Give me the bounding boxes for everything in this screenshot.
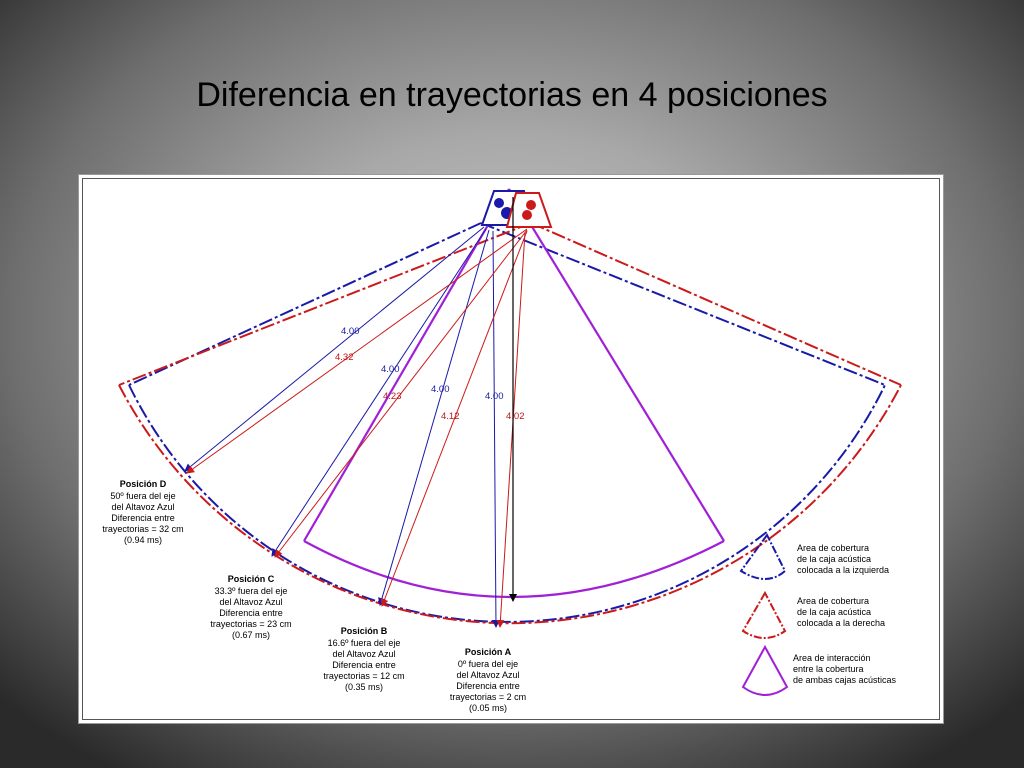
svg-text:de la caja acústica: de la caja acústica xyxy=(797,607,871,617)
svg-text:del Altavoz Azul: del Altavoz Azul xyxy=(219,597,282,607)
purple-interaction-area xyxy=(303,188,725,599)
svg-text:del Altavoz Azul: del Altavoz Azul xyxy=(332,649,395,659)
distance-c-blue: 4.00 xyxy=(381,364,400,375)
red-paths xyxy=(186,228,528,628)
svg-text:trayectorias = 2 cm: trayectorias = 2 cm xyxy=(450,692,526,702)
svg-text:Diferencia entre: Diferencia entre xyxy=(332,660,396,670)
svg-text:(0.35 ms): (0.35 ms) xyxy=(345,682,383,692)
right-speaker-icon xyxy=(505,192,553,228)
position-d-label: Posición D 50º fuera del eje del Altavoz… xyxy=(102,479,183,545)
position-c-title: Posición C xyxy=(228,574,275,584)
svg-text:entre la cobertura: entre la cobertura xyxy=(793,664,864,674)
position-b-title: Posición B xyxy=(341,626,388,636)
legend-blue-text: Area de cobertura de la caja acústica co… xyxy=(797,543,889,575)
svg-text:0º fuera del eje: 0º fuera del eje xyxy=(458,659,518,669)
legend: Area de cobertura de la caja acústica co… xyxy=(739,533,897,696)
blue-paths xyxy=(184,226,500,628)
svg-text:50º fuera del eje: 50º fuera del eje xyxy=(110,491,175,501)
svg-text:colocada a la izquierda: colocada a la izquierda xyxy=(797,565,889,575)
svg-text:Diferencia entre: Diferencia entre xyxy=(219,608,283,618)
distance-d-red: 4.32 xyxy=(335,352,354,363)
svg-text:Area de cobertura: Area de cobertura xyxy=(797,596,869,606)
position-d-title: Posición D xyxy=(120,479,167,489)
legend-red-swatch xyxy=(741,590,787,639)
distance-a-blue: 4.00 xyxy=(485,391,504,402)
position-c-label: Posición C 33.3º fuera del eje del Altav… xyxy=(210,574,291,640)
svg-text:16.6º fuera del eje: 16.6º fuera del eje xyxy=(328,638,401,648)
legend-blue-swatch xyxy=(739,533,787,580)
distance-b-red: 4.12 xyxy=(441,411,460,422)
svg-text:del Altavoz Azul: del Altavoz Azul xyxy=(456,670,519,680)
legend-red-text: Area de cobertura de la caja acústica co… xyxy=(797,596,885,628)
svg-text:de la caja acústica: de la caja acústica xyxy=(797,554,871,564)
coverage-diagram: 4.00 4.32 4.00 4.23 4.00 4.12 4.00 4.02 … xyxy=(102,188,902,713)
svg-text:Diferencia entre: Diferencia entre xyxy=(456,681,520,691)
svg-text:33.3º fuera del eje: 33.3º fuera del eje xyxy=(215,586,288,596)
svg-text:trayectorias = 32 cm: trayectorias = 32 cm xyxy=(102,524,183,534)
svg-text:(0.94 ms): (0.94 ms) xyxy=(124,535,162,545)
svg-text:Area de cobertura: Area de cobertura xyxy=(797,543,869,553)
svg-text:colocada a la derecha: colocada a la derecha xyxy=(797,618,885,628)
distance-b-blue: 4.00 xyxy=(431,384,450,395)
svg-text:trayectorias = 23 cm: trayectorias = 23 cm xyxy=(210,619,291,629)
distance-d-blue: 4.00 xyxy=(341,326,360,337)
figure-frame: 4.00 4.32 4.00 4.23 4.00 4.12 4.00 4.02 … xyxy=(78,174,944,724)
legend-purple-text: Area de interacción entre la cobertura d… xyxy=(793,653,897,685)
svg-text:Diferencia entre: Diferencia entre xyxy=(111,513,175,523)
svg-text:del Altavoz Azul: del Altavoz Azul xyxy=(111,502,174,512)
red-coverage-area xyxy=(118,222,902,625)
slide-title: Diferencia en trayectorias en 4 posicion… xyxy=(196,76,828,114)
svg-text:(0.05 ms): (0.05 ms) xyxy=(469,703,507,713)
legend-purple-swatch xyxy=(741,644,789,696)
position-a-label: Posición A 0º fuera del eje del Altavoz … xyxy=(450,647,526,713)
position-b-label: Posición B 16.6º fuera del eje del Altav… xyxy=(323,626,404,692)
svg-text:trayectorias = 12 cm: trayectorias = 12 cm xyxy=(323,671,404,681)
svg-text:(0.67 ms): (0.67 ms) xyxy=(232,630,270,640)
distance-a-red: 4.02 xyxy=(506,411,525,422)
svg-text:de ambas cajas acústicas: de ambas cajas acústicas xyxy=(793,675,897,685)
position-a-title: Posición A xyxy=(465,647,512,657)
distance-c-red: 4.23 xyxy=(383,391,402,402)
svg-text:Area de interacción: Area de interacción xyxy=(793,653,871,663)
